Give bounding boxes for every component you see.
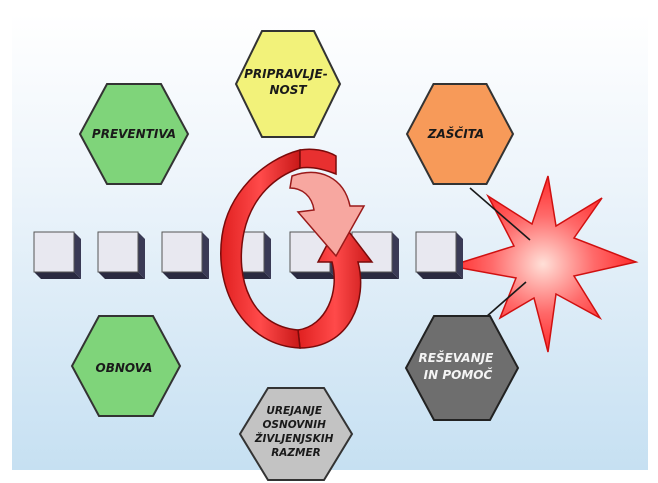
cube-row — [33, 231, 463, 279]
cube-7 — [415, 231, 463, 279]
cycle-arrow-front — [220, 149, 301, 349]
node-obnova-label: OBNOVA — [96, 361, 153, 375]
cube-2 — [97, 231, 145, 279]
node-urejanje: UREJANJE OSNOVNIH ŽIVLJENJSKIH RAZMER — [238, 387, 354, 481]
node-resevanje: REŠEVANJE IN POMOČ — [404, 315, 520, 421]
cube-1 — [33, 231, 81, 279]
node-resevanje-label: REŠEVANJE IN POMOČ — [419, 350, 498, 382]
cycle-arrow-top — [299, 148, 337, 176]
cube-3 — [161, 231, 209, 279]
node-zascita: ZAŠČITA — [405, 83, 515, 185]
node-preventiva-label: PREVENTIVA — [92, 127, 176, 141]
node-pripravljenost-label: PRIPRAVLJE- NOST — [244, 67, 332, 97]
node-urejanje-label: UREJANJE OSNOVNIH ŽIVLJENJSKIH RAZMER — [254, 405, 337, 459]
cycle-arrowhead — [289, 171, 366, 258]
node-pripravljenost: PRIPRAVLJE- NOST — [234, 30, 342, 138]
node-preventiva: PREVENTIVA — [78, 83, 190, 185]
circular-arrow-icon — [220, 148, 374, 349]
node-obnova: OBNOVA — [70, 315, 182, 417]
explosion-icon — [449, 175, 639, 353]
cycle-arrow-back — [297, 218, 374, 349]
node-zascita-label: ZAŠČITA — [427, 126, 484, 141]
